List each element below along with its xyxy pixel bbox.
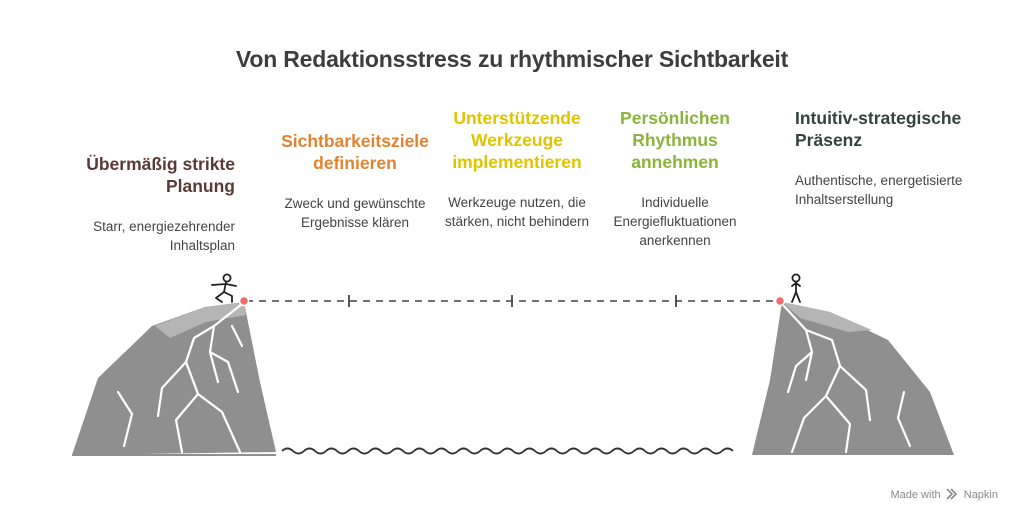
napkin-logo-icon — [946, 488, 957, 503]
footer-made-with: Made with — [890, 489, 941, 501]
footer-brand: Napkin — [963, 489, 998, 501]
standing-figure-icon — [791, 273, 801, 303]
path-tick-marks — [348, 295, 677, 307]
stage-description: Zweck und gewünschte Ergebnisse klären — [284, 196, 426, 230]
walking-figure-icon — [211, 273, 237, 303]
stage-start: Übermäßig strikte Planung Starr, energie… — [45, 153, 235, 255]
stage-heading: Unterstützende Werkzeuge implementieren — [452, 108, 582, 172]
end-point-marker — [774, 295, 786, 307]
stage-description: Individuelle Energiefluktuationen anerke… — [613, 195, 737, 248]
right-cliff-icon — [752, 302, 954, 455]
diagram-title: Von Redaktionsstress zu rhythmischer Sic… — [235, 46, 789, 72]
start-point-marker — [238, 295, 250, 307]
footer-credit: Made with Napkin — [890, 488, 998, 503]
stage-heading: Sichtbarkeitsziele definieren — [281, 131, 429, 173]
stage-rhythm: Persönlichen Rhythmus annehmen Individue… — [597, 107, 753, 250]
stage-heading: Übermäßig strikte Planung — [86, 154, 235, 196]
stage-heading: Intuitiv-strategische Präsenz — [795, 108, 962, 150]
stage-heading: Persönlichen Rhythmus annehmen — [620, 108, 730, 172]
stage-end: Intuitiv-strategische Präsenz Authentisc… — [795, 107, 965, 209]
left-cliff-icon — [72, 302, 276, 456]
stage-define-goals: Sichtbarkeitsziele definieren Zweck und … — [270, 130, 440, 232]
stage-description: Werkzeuge nutzen, die stärken, nicht beh… — [444, 195, 590, 229]
stage-description: Starr, energiezehrender Inhaltsplan — [93, 219, 235, 253]
waves-icon — [281, 447, 734, 455]
stage-tools: Unterstützende Werkzeuge implementieren … — [437, 107, 597, 231]
stage-description: Authentische, energetisierte Inhaltserst… — [795, 173, 963, 207]
